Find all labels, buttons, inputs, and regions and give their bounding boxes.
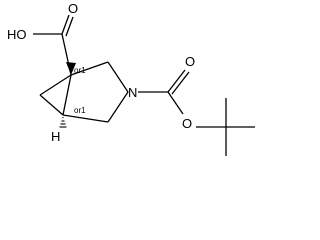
bond-c1-c2 <box>70 61 109 76</box>
bond-acid-carbonyl-b <box>65 16 74 37</box>
stereo-label-lower: or1 <box>74 106 86 115</box>
bond-c1-c6 <box>62 74 72 116</box>
ring-nitrogen-label: N <box>128 85 137 100</box>
bond-acid-carbonyl-a <box>61 14 70 35</box>
bond-boc-carbonyl-b <box>171 71 190 95</box>
bond-c4-c5 <box>62 114 109 123</box>
boc-carbonyl-oxygen-label: O <box>185 54 195 69</box>
wedge-bond-c1 <box>66 62 76 75</box>
bond-c1-c7 <box>39 74 72 96</box>
boc-ester-oxygen-label: O <box>182 116 192 131</box>
bond-boc-carbonyl-a <box>167 69 186 93</box>
hydroxyl-label: HO <box>7 27 27 42</box>
acid-carbonyl-oxygen-label: O <box>68 1 78 16</box>
bond-n3-c4 <box>107 91 129 123</box>
boc-azabicyclohexane-carboxylic-acid-structure: HO O N O O H or1 or1 <box>7 1 255 156</box>
stereo-label-upper: or1 <box>74 66 86 75</box>
bond-c2-n3 <box>107 61 129 93</box>
bridgehead-hydrogen-label: H <box>51 129 60 144</box>
hashed-bond-c6-h <box>59 117 67 128</box>
bond-c6-c7 <box>39 94 64 116</box>
bond-boc-carbon-ester-oxygen <box>167 91 184 115</box>
